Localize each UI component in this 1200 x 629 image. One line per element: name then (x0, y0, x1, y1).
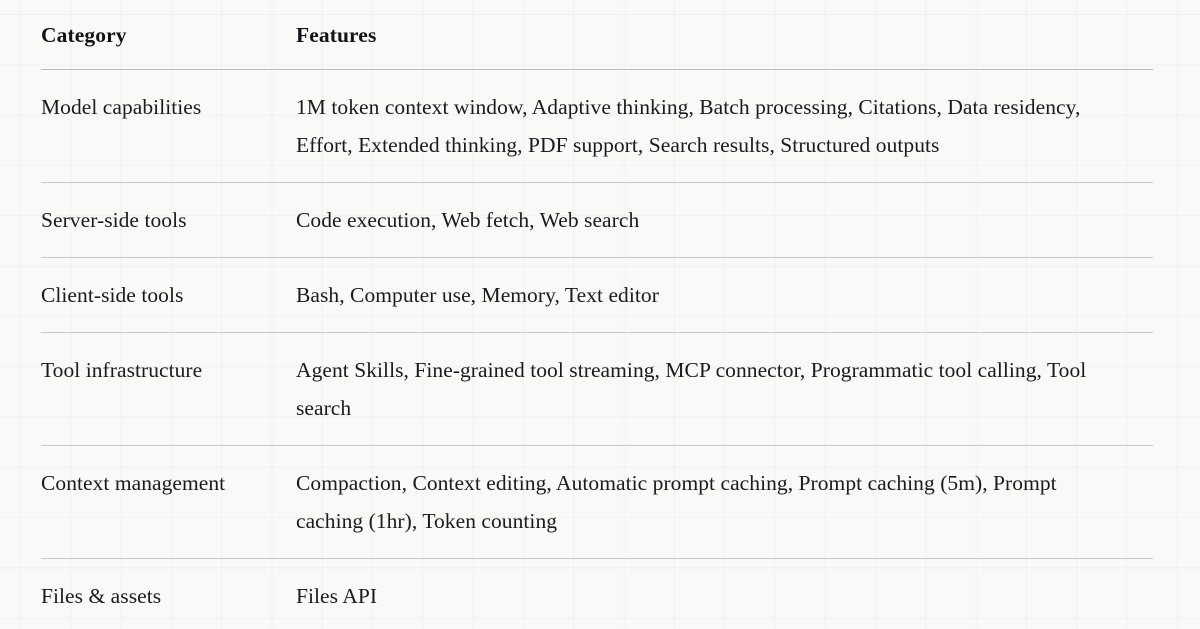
column-header-category: Category (41, 0, 296, 70)
cell-category: Files & assets (41, 558, 296, 629)
table-header: Category Features (41, 0, 1153, 70)
table-row: Client-side tools Bash, Computer use, Me… (41, 257, 1153, 333)
table-header-row: Category Features (41, 0, 1153, 70)
cell-category: Model capabilities (41, 69, 296, 183)
cell-features: Bash, Computer use, Memory, Text editor (296, 257, 1153, 333)
table-body: Model capabilities 1M token context wind… (41, 69, 1153, 629)
feature-table-container: Category Features Model capabilities 1M … (41, 0, 1153, 629)
cell-features: Compaction, Context editing, Automatic p… (296, 445, 1153, 559)
cell-features: Agent Skills, Fine-grained tool streamin… (296, 332, 1153, 446)
feature-table: Category Features Model capabilities 1M … (41, 0, 1153, 629)
column-header-features: Features (296, 0, 1153, 70)
cell-category: Client-side tools (41, 257, 296, 333)
cell-features: 1M token context window, Adaptive thinki… (296, 69, 1153, 183)
cell-category: Server-side tools (41, 182, 296, 258)
cell-features: Code execution, Web fetch, Web search (296, 182, 1153, 258)
table-row: Model capabilities 1M token context wind… (41, 69, 1153, 183)
table-row: Files & assets Files API (41, 558, 1153, 629)
table-row: Server-side tools Code execution, Web fe… (41, 182, 1153, 258)
cell-category: Context management (41, 445, 296, 559)
table-row: Context management Compaction, Context e… (41, 445, 1153, 559)
table-row: Tool infrastructure Agent Skills, Fine-g… (41, 332, 1153, 446)
cell-category: Tool infrastructure (41, 332, 296, 446)
cell-features: Files API (296, 558, 1153, 629)
